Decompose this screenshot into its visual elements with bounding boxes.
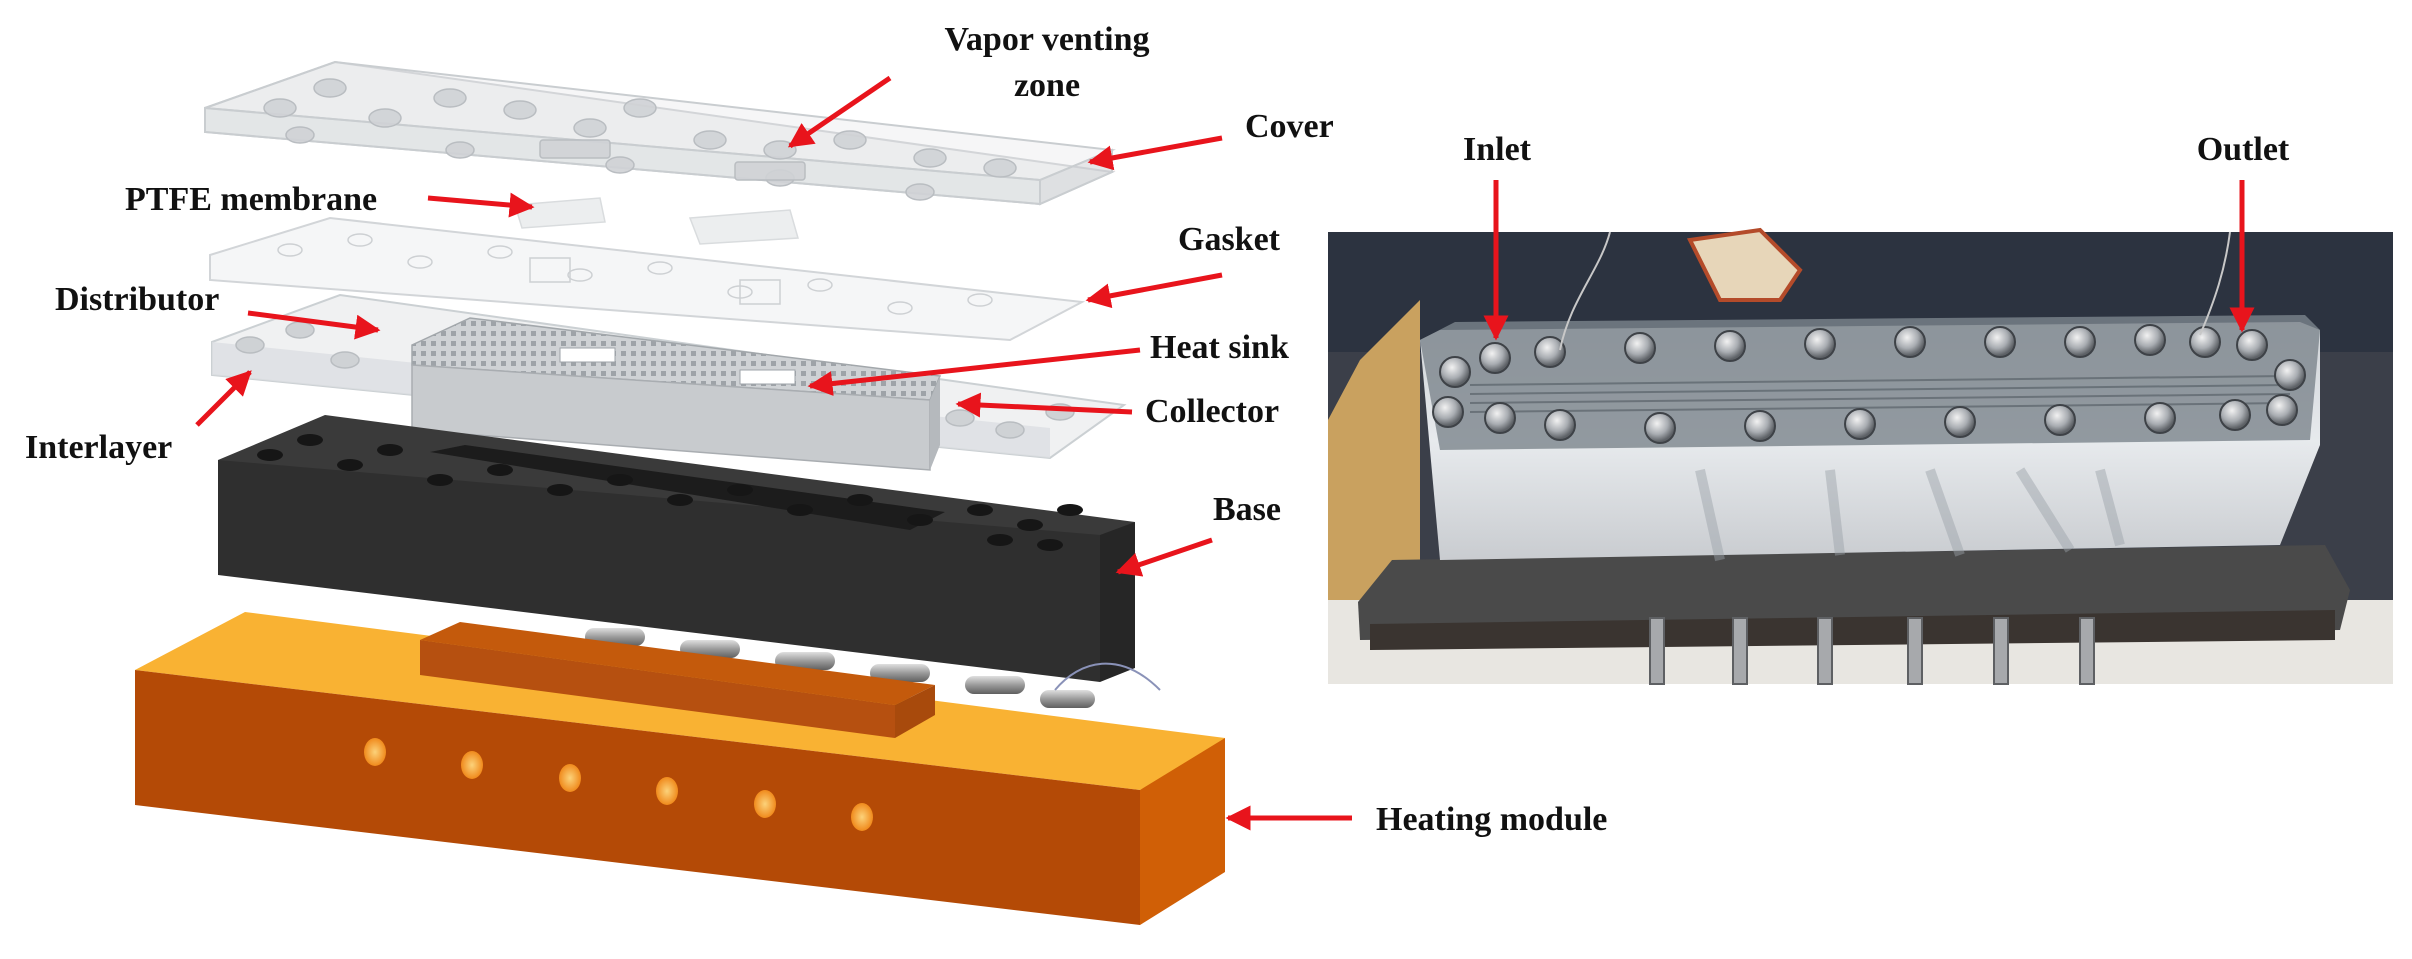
label-distributor: Distributor	[55, 281, 219, 318]
label-gasket: Gasket	[1178, 221, 1281, 258]
exploded-view	[135, 60, 1225, 925]
photo-pipes	[1649, 617, 2095, 685]
label-vapor-venting-zone-1: Vapor venting	[945, 21, 1150, 58]
interlayer-layer	[211, 293, 1127, 471]
arrow-icon	[1483, 180, 2255, 341]
label-base: Base	[1213, 491, 1281, 528]
label-collector: Collector	[1145, 393, 1279, 430]
label-interlayer: Interlayer	[25, 429, 172, 466]
arrow-icon	[195, 75, 1352, 831]
gasket-layer	[209, 216, 1086, 342]
device-photo	[1328, 227, 2393, 685]
diagram-labels: Vapor venting zone Cover PTFE membrane G…	[25, 21, 1607, 838]
label-ptfe-membrane: PTFE membrane	[125, 181, 377, 218]
cover-layer	[204, 60, 1116, 206]
label-outlet: Outlet	[2197, 131, 2290, 168]
label-inlet: Inlet	[1463, 131, 1532, 168]
label-vapor-venting-zone-2: zone	[1014, 67, 1080, 104]
heating-module-block	[135, 612, 1225, 925]
base-block	[218, 415, 1135, 682]
ptfe-membrane-sheets	[514, 197, 799, 245]
pipe-icon	[585, 628, 1095, 708]
label-heating-module: Heating module	[1376, 801, 1607, 838]
pipe-icon	[1649, 617, 2095, 685]
cartridge-heaters	[585, 628, 1161, 708]
label-cover: Cover	[1245, 108, 1334, 145]
device-body	[1358, 315, 2350, 650]
label-heat-sink: Heat sink	[1150, 329, 1289, 366]
screw-icon	[1432, 324, 2306, 444]
